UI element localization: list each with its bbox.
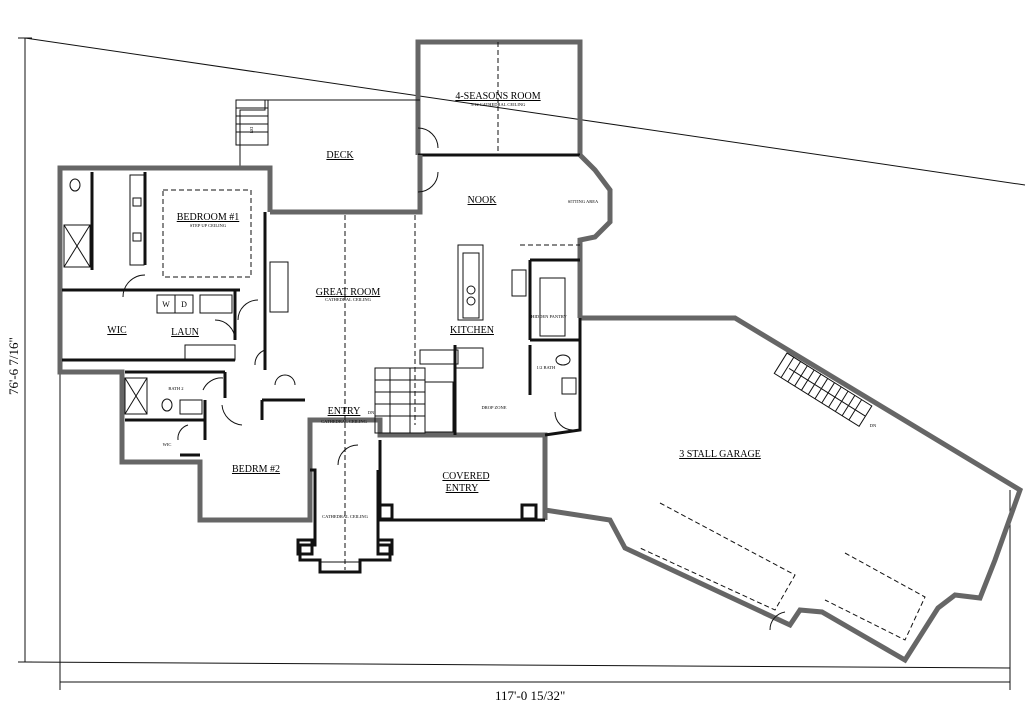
- room-label-four-seasons: 4-SEASONS ROOM: [455, 91, 540, 102]
- dimension-lines: [18, 37, 1026, 690]
- doors: [122, 127, 786, 631]
- entry-stairs: [374, 367, 454, 434]
- entry-ceiling-note: CATHEDRAL CEILING: [321, 419, 367, 424]
- washer-label: W: [162, 300, 170, 309]
- dryer: [174, 294, 194, 314]
- room-label-covered-entry-line1: COVERED: [442, 471, 489, 482]
- entry-stair-dn: DN: [368, 410, 375, 415]
- room-label-half-bath: 1/2 BATH: [537, 365, 556, 370]
- porch-ceiling-note: CATHEDRAL CEILING: [322, 514, 368, 519]
- garage-stair-dn: DN: [870, 423, 877, 428]
- exterior-walls: [57, 39, 1024, 664]
- room-label-bedroom-1: BEDROOM #1: [177, 212, 240, 223]
- garage-stairs: [773, 352, 873, 428]
- room-label-great-room: GREAT ROOM: [316, 287, 381, 298]
- four-seasons-ceiling-note: 5/12 CATHEDRAL CEILING: [471, 102, 527, 107]
- room-label-nook: NOOK: [468, 195, 498, 206]
- room-label-drop-zone: DROP ZONE: [482, 405, 507, 410]
- room-label-wic-2: WIC: [163, 442, 172, 447]
- room-label-kitchen: KITCHEN: [450, 325, 494, 336]
- deck-stair-treads: [236, 107, 268, 133]
- ceiling-lines: [162, 42, 926, 641]
- room-label-wic: WIC: [107, 325, 127, 336]
- deck-stair-dn: DN: [249, 127, 254, 134]
- room-label-entry: ENTRY: [328, 406, 361, 417]
- interior-walls: [62, 172, 580, 457]
- great-room-ceiling-note: CATHEDRAL CEILING: [325, 297, 371, 302]
- room-label-bedroom-2: BEDRM #2: [232, 464, 280, 475]
- room-label-bath-2: BATH 2: [168, 386, 183, 391]
- fixtures: [63, 174, 577, 415]
- room-label-covered-entry-line2: ENTRY: [446, 483, 479, 494]
- room-label-garage: 3 STALL GARAGE: [679, 449, 761, 460]
- depth-dimension: 76'-6 7/16": [6, 337, 21, 395]
- room-label-hidden-pantry: HIDDEN PANTRY: [531, 314, 567, 319]
- bedroom-1-ceiling-note: STEP UP CEILING: [190, 223, 227, 228]
- room-label-laundry: LAUN: [171, 327, 199, 338]
- room-label-deck: DECK: [326, 150, 354, 161]
- room-label-sitting-area: SITTING AREA: [568, 199, 599, 204]
- dryer-label: D: [181, 300, 187, 309]
- width-dimension: 117'-0 15/32": [495, 688, 565, 703]
